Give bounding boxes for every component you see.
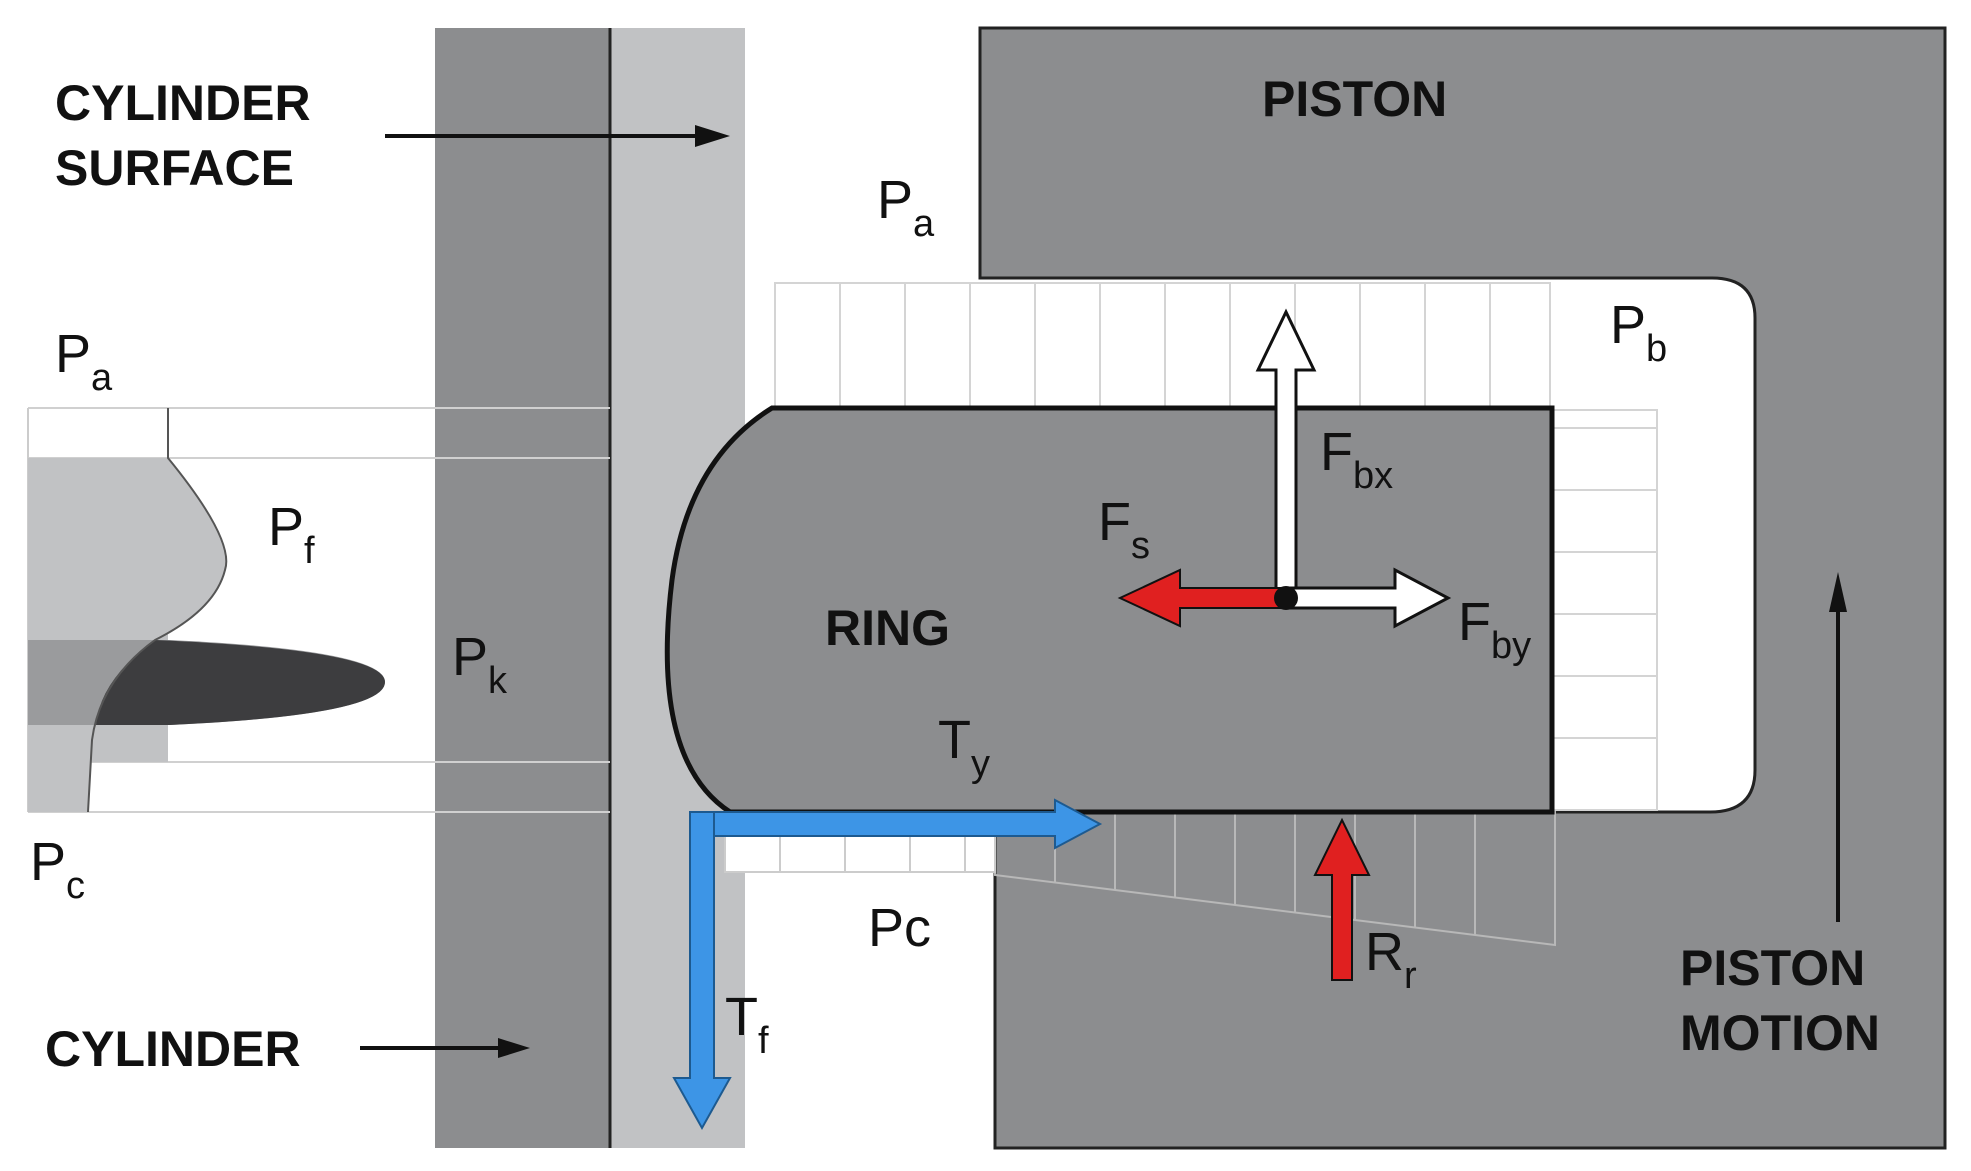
piston-motion-label-line1: PISTON [1680,940,1865,996]
pc-groove-label: Pc [868,898,931,958]
ring-label: RING [825,600,950,656]
film-pressure-panel [27,407,610,813]
pc-left-label: Pc [30,832,85,907]
pa-left-label: Pa [55,324,113,399]
cylinder-label: CYLINDER [45,1021,301,1077]
piston-body [978,26,1947,1150]
rr-label: Rr [1365,922,1417,997]
cylinder-pointer [360,1038,530,1058]
fs-label: Fs [1098,492,1150,567]
piston-ring [664,405,1555,815]
tf-label: Tf [725,987,769,1062]
fs-arrow [1117,568,1287,628]
fbx-arrow [1255,308,1317,600]
ty-label: Ty [938,710,990,785]
force-application-point [1274,586,1298,610]
pf-label: Pf [268,497,315,572]
pa-top-label: Pa [877,170,935,245]
piston-label: PISTON [1262,71,1447,127]
cylinder-wall [435,28,610,1148]
fbx-label: Fbx [1320,422,1393,497]
fby-label: Fby [1458,592,1531,667]
pressure-grid-back [1551,409,1658,811]
tf-arrow [672,811,732,1131]
piston-motion-label-line2: MOTION [1680,1005,1880,1061]
piston-motion-arrow [1829,572,1847,922]
cylinder-surface-pointer [385,125,730,147]
pb-label: Pb [1610,295,1667,370]
friction-arrows [672,798,1103,1131]
pressure-grid-top [774,282,1551,409]
rr-arrow [1313,817,1371,981]
pk-label: Pk [452,627,508,702]
cylinder-surface-label-line2: SURFACE [55,140,294,196]
cylinder-surface-label-line1: CYLINDER [55,75,311,131]
fby-arrow [1288,567,1452,629]
